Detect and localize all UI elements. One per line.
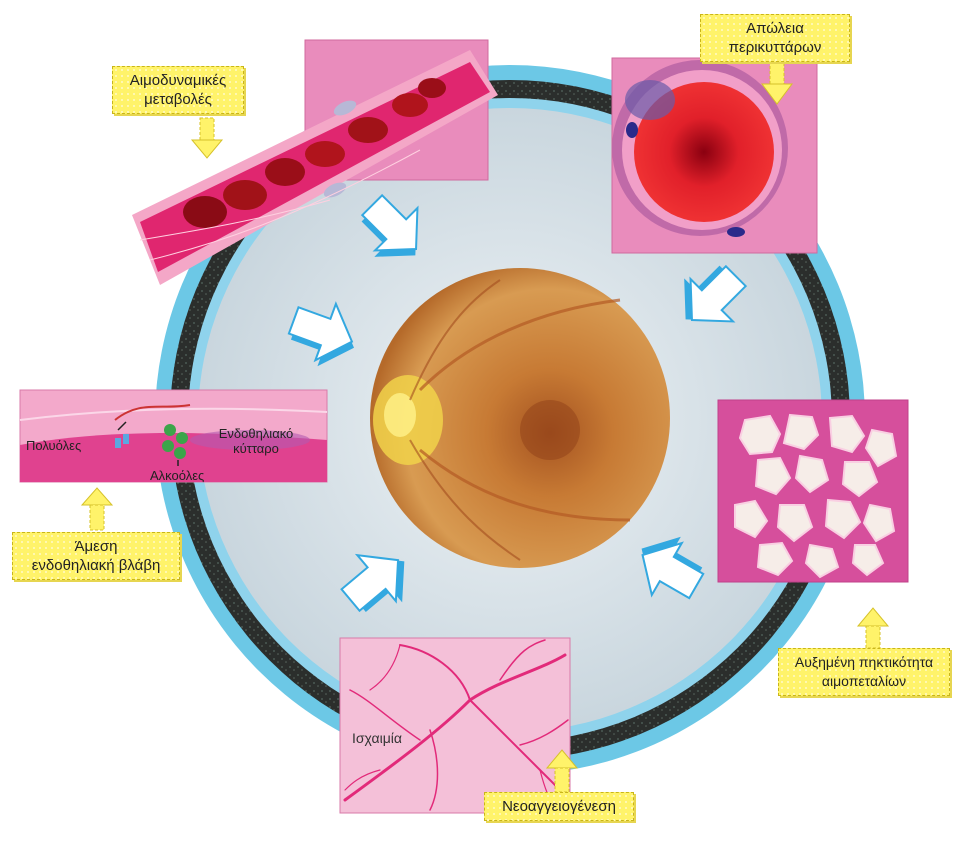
endothelial-damage-label: Άμεση ενδοθηλιακή βλάβη — [12, 532, 180, 580]
retina-fundus-image — [370, 268, 670, 568]
alcohols-label: Αλκοόλες — [150, 468, 204, 483]
pericyte-loss-label: Απώλεια περικυττάρων — [700, 14, 850, 62]
neovascularization-panel — [340, 638, 570, 813]
platelet-aggregation-label: Αυξημένη πηκτικότητα αιμοπεταλίων — [778, 648, 950, 696]
yellow-pointer-arrow-icon — [82, 488, 112, 530]
hemodynamic-changes-label: Αιμοδυναμικές μεταβολές — [112, 66, 244, 114]
platelet-panel — [718, 400, 908, 582]
endothelial-cell-label: Ενδοθηλιακό κύτταρο — [212, 426, 300, 456]
neovascularization-label: Νεοαγγειογένεση — [484, 792, 634, 821]
ischemia-label: Ισχαιμία — [352, 730, 402, 746]
polyols-label: Πολυόλες — [26, 438, 81, 453]
yellow-pointer-arrow-icon — [858, 608, 888, 648]
yellow-pointer-arrow-icon — [192, 118, 222, 158]
